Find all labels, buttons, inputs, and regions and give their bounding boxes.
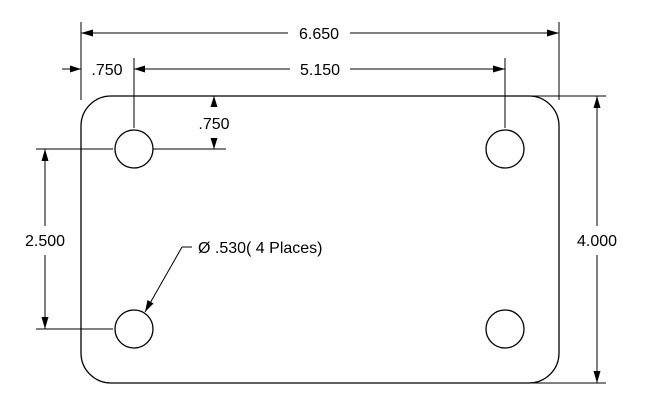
top-offset-label: .750	[198, 116, 229, 133]
dimension-overall-width: 6.650	[80, 22, 560, 100]
hole-callout-label: Ø .530( 4 Places)	[198, 240, 323, 257]
hole-bottom-left	[114, 309, 154, 349]
dimension-hole-spacing-width: 5.150	[134, 58, 506, 128]
hole-top-left	[114, 129, 154, 169]
overall-height-label: 4.000	[577, 233, 617, 250]
overall-width-label: 6.650	[299, 26, 339, 43]
dimension-overall-height: 4.000	[530, 95, 617, 384]
hole-top-right	[485, 129, 525, 169]
hole-callout: Ø .530( 4 Places)	[144, 240, 323, 313]
plate-outline	[80, 95, 560, 384]
hole-spacing-width-label: 5.150	[300, 62, 340, 79]
hole-spacing-height-label: 2.500	[25, 233, 65, 250]
dimension-hole-spacing-height: 2.500	[25, 148, 113, 330]
hole-bottom-right	[485, 309, 525, 349]
dimension-left-offset: .750	[62, 58, 148, 128]
left-offset-label: .750	[91, 62, 122, 79]
dimension-top-offset: .750	[153, 96, 230, 150]
